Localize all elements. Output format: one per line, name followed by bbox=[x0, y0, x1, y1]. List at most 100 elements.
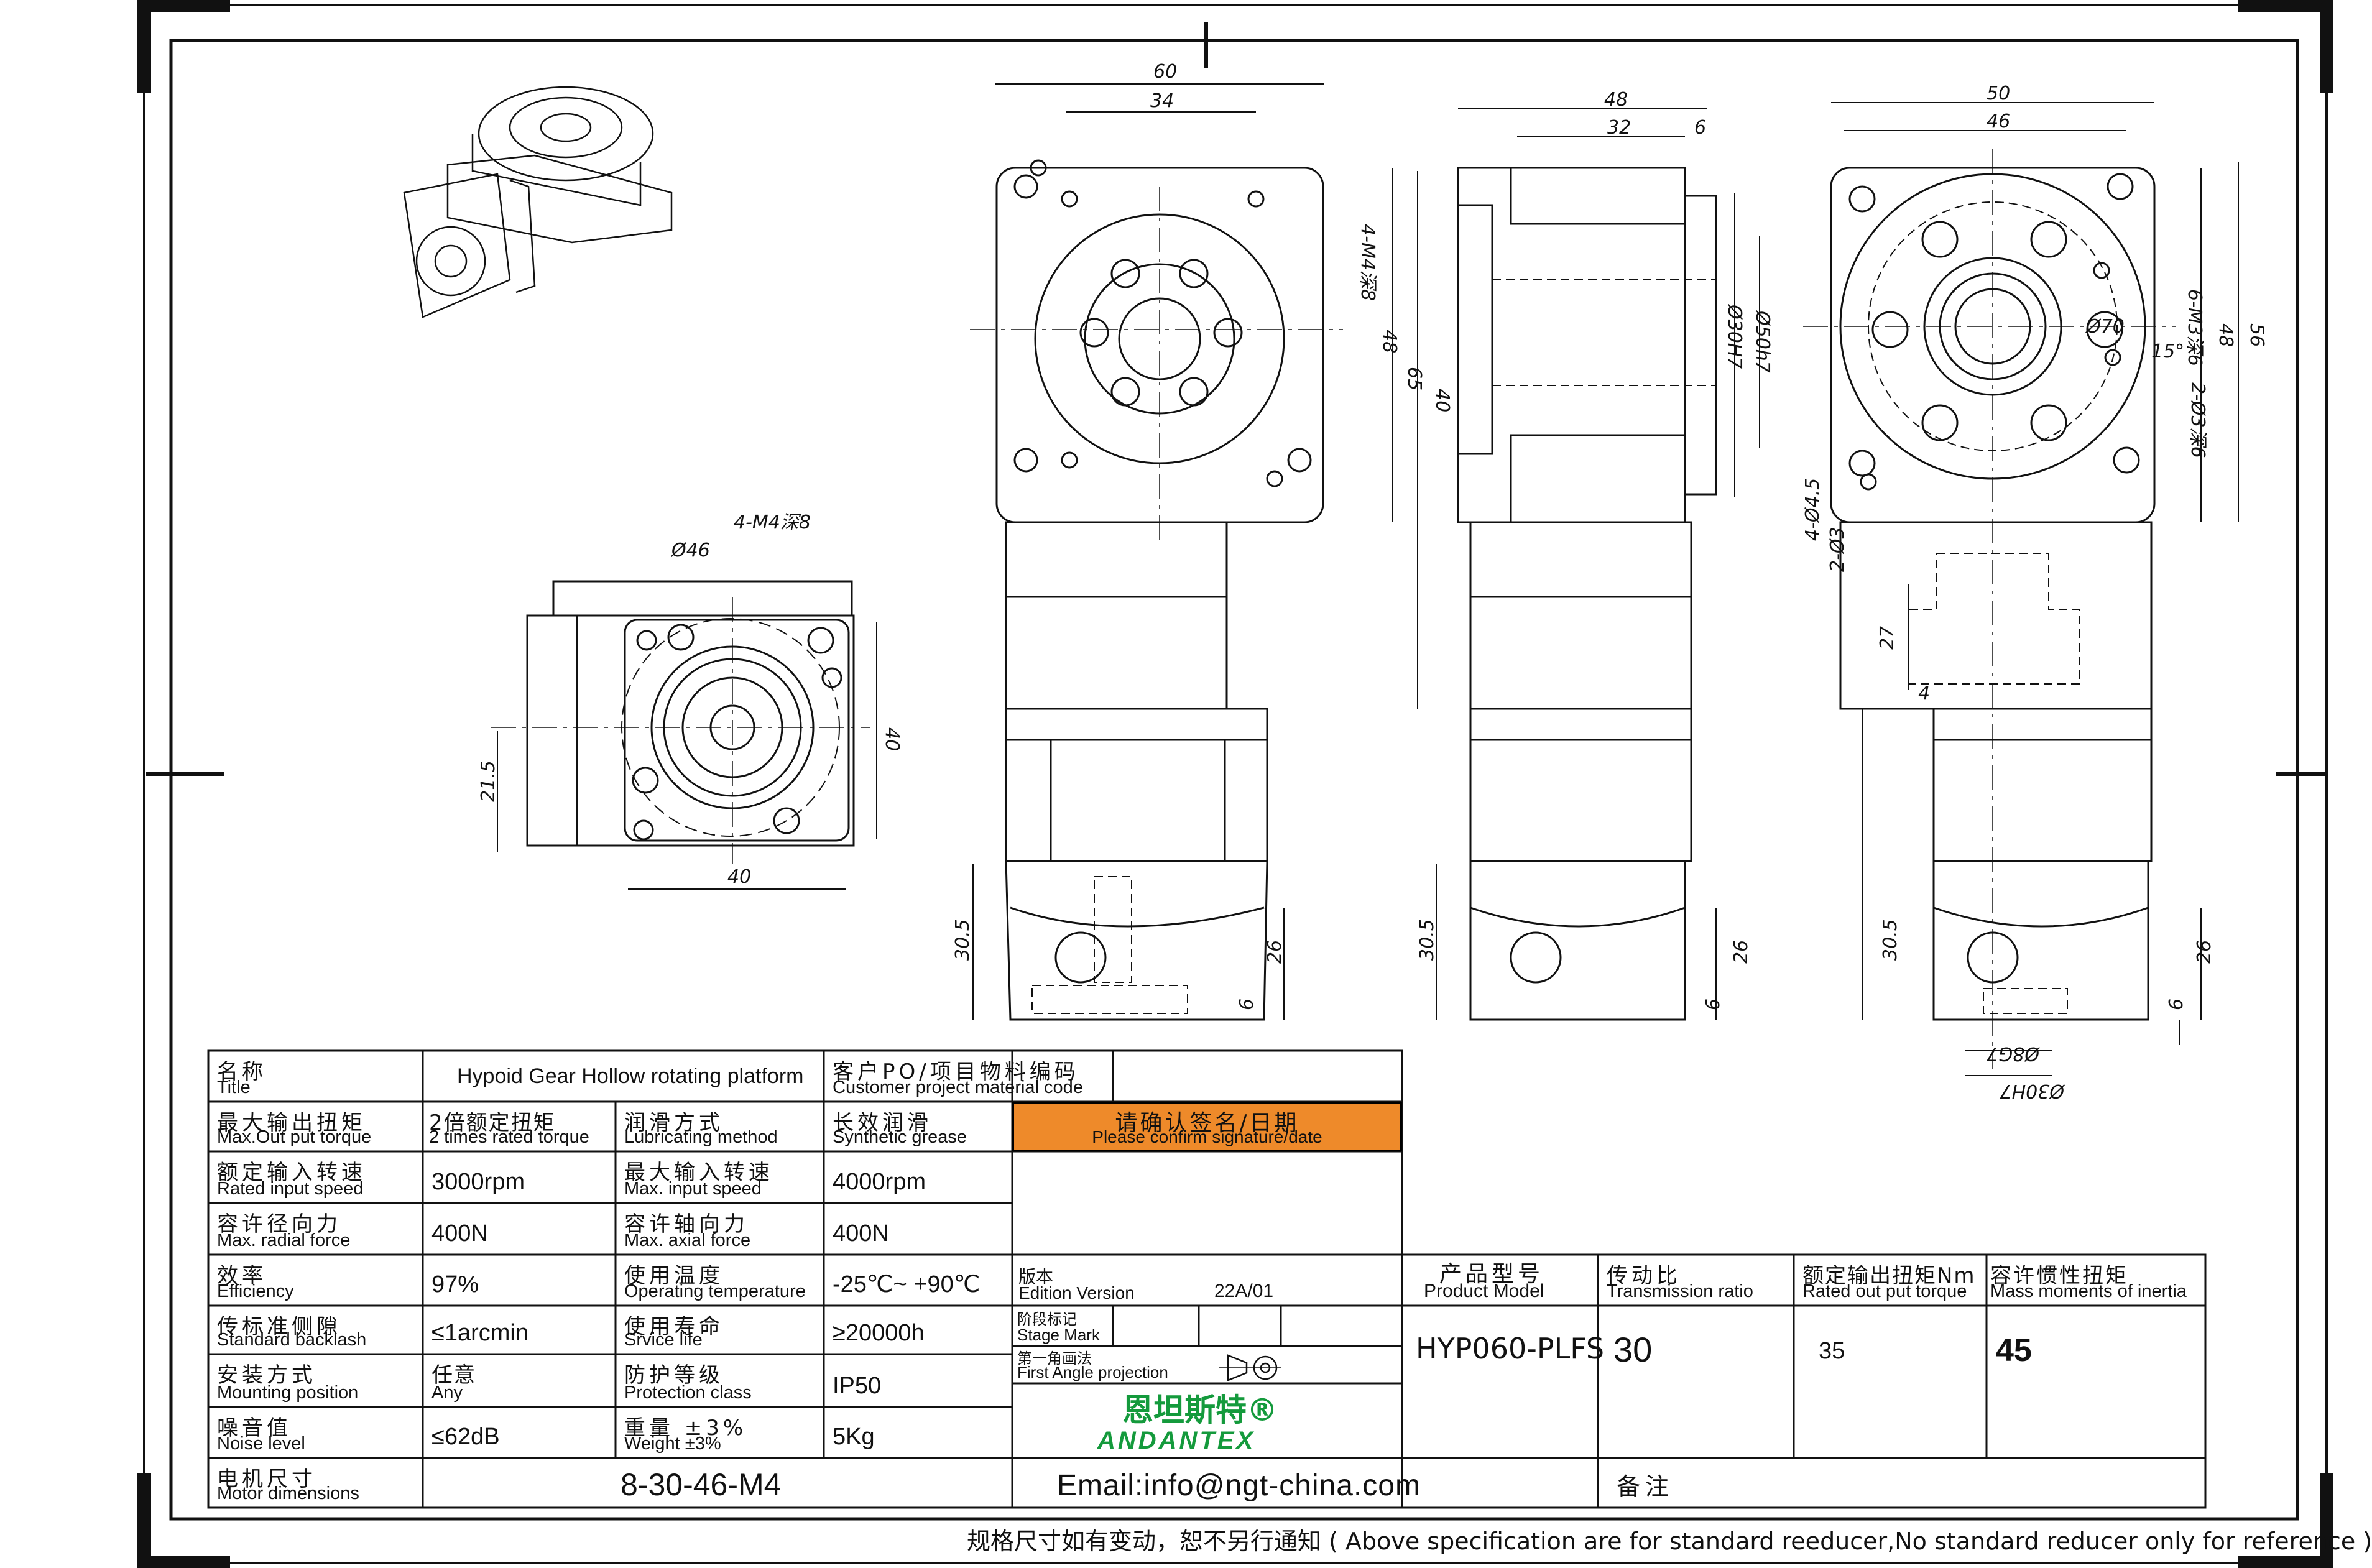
motor-dimensions-cn: 电机尺寸 bbox=[217, 1467, 316, 1492]
weight-label: 重量 ±3% Weight ±3% bbox=[616, 1407, 824, 1458]
dim-side-30-5: 30.5 bbox=[1416, 919, 1438, 961]
dim-rear-27: 27 bbox=[1876, 626, 1898, 650]
rated-speed-value-cell: 3000rpm bbox=[423, 1151, 616, 1203]
mounting-en: Mounting position bbox=[217, 1383, 359, 1403]
axial-force-value: 400N bbox=[833, 1220, 889, 1247]
backlash-en: Standard backlash bbox=[217, 1330, 367, 1350]
dim-rear-50: 50 bbox=[1987, 83, 2010, 104]
dim-rear-4: 4 bbox=[1918, 683, 1930, 704]
ratio-value: 30 bbox=[1613, 1330, 1653, 1369]
dim-front-30-5: 30.5 bbox=[952, 919, 974, 961]
max-torque-label: 最大输出扭矩 Max.Out put torque bbox=[208, 1102, 423, 1151]
dim-front-thread: 4-M4深8 bbox=[1357, 224, 1378, 301]
dim-front-width: 60 bbox=[1153, 61, 1177, 83]
lubrication-value: 长效润滑 Synthetic grease bbox=[824, 1102, 1012, 1151]
customer-code-cn: 客户PO/项目物料编码 bbox=[833, 1059, 1079, 1084]
title-label-cell: 名称 Title bbox=[208, 1051, 423, 1102]
rated-speed-en: Rated input speed bbox=[217, 1179, 364, 1199]
axial-force-cn: 容许轴向力 bbox=[624, 1212, 749, 1237]
dim-rear-30-5: 30.5 bbox=[1880, 919, 1901, 961]
dim-flange-40-v: 40 bbox=[881, 727, 903, 751]
max-torque-cn: 最大输出扭矩 bbox=[217, 1110, 366, 1135]
dim-flange-spigot: Ø46 bbox=[670, 540, 710, 561]
lubrication-value-en: Synthetic grease bbox=[833, 1127, 967, 1147]
title-block-grid bbox=[207, 1049, 2207, 1509]
service-life-en: Srvice life bbox=[624, 1330, 703, 1350]
temperature-value-cell: -25℃~ +90℃ bbox=[824, 1255, 1012, 1306]
ratio-header: 传动比 Transmission ratio bbox=[1598, 1255, 1794, 1306]
company-logo-cn: 恩坦斯特® bbox=[1122, 1392, 1278, 1428]
stage-mark-en: Stage Mark bbox=[1017, 1326, 1100, 1344]
rated-speed-value: 3000rpm bbox=[431, 1169, 525, 1195]
dim-flange-40-h: 40 bbox=[727, 866, 751, 888]
radial-force-value: 400N bbox=[431, 1220, 488, 1247]
inertia-value-cell: 45 bbox=[1987, 1306, 2205, 1458]
rated-torque-value-cell: 35 bbox=[1794, 1306, 1987, 1458]
motor-dimensions-value: 8-30-46-M4 bbox=[621, 1467, 782, 1502]
dim-rear-bore: Ø30H7 bbox=[2000, 1080, 2065, 1102]
motor-dimensions-label: 电机尺寸 Motor dimensions bbox=[208, 1458, 423, 1508]
dim-rear-angle: 15° bbox=[2151, 341, 2184, 362]
noise-value-cell: ≤62dB bbox=[423, 1407, 616, 1458]
temperature-cn: 使用温度 bbox=[624, 1263, 724, 1288]
dim-flange-thread: 4-M4深8 bbox=[734, 512, 811, 533]
inertia-en: Mass moments of inertia bbox=[1990, 1281, 2187, 1301]
lubrication-cn: 润滑方式 bbox=[624, 1110, 724, 1135]
dim-side-6-bottom: 6 bbox=[1702, 998, 1724, 1010]
max-torque-value-en: 2 times rated torque bbox=[429, 1127, 589, 1147]
motor-dimensions-value-cell: 8-30-46-M4 bbox=[423, 1458, 1012, 1508]
radial-force-en: Max. radial force bbox=[217, 1230, 351, 1250]
signature-cn: 请确认签名/日期 bbox=[1115, 1110, 1299, 1136]
max-speed-value-cell: 4000rpm bbox=[824, 1151, 1012, 1203]
protection-value-cell: IP50 bbox=[824, 1354, 1012, 1407]
service-life-value: ≥20000h bbox=[833, 1320, 925, 1346]
rated-torque-value: 35 bbox=[1819, 1338, 1845, 1364]
dimension-labels: 60 34 4-M4深8 48 65 40 30.5 26 6 48 32 6 … bbox=[478, 61, 2268, 1102]
dim-rear-holes: 4-Ø4.5 bbox=[1802, 478, 1824, 541]
dim-rear-pin: 2-Ø3深6 bbox=[2187, 382, 2208, 458]
dim-side-bore: Ø30H7 bbox=[1724, 303, 1745, 369]
rated-torque-header: 额定输出扭矩Nm Rated out put torque bbox=[1794, 1255, 1987, 1306]
dim-side-6: 6 bbox=[1694, 117, 1706, 139]
dim-rear-46: 46 bbox=[1987, 111, 2010, 132]
contact-email[interactable]: Email:info@ngt-china.com bbox=[1057, 1469, 1421, 1502]
title-label-en: Title bbox=[217, 1077, 251, 1097]
side-view bbox=[1436, 108, 1760, 1021]
first-angle-symbol bbox=[1219, 1354, 1281, 1381]
backlash-label: 传标准侧隙 Standard backlash bbox=[208, 1306, 423, 1354]
weight-value: 5Kg bbox=[833, 1424, 875, 1450]
customer-code-label-cell: 客户PO/项目物料编码 Customer project material co… bbox=[824, 1051, 1113, 1102]
mounting-cn: 安装方式 bbox=[217, 1363, 316, 1388]
service-life-label: 使用寿命 Srvice life bbox=[616, 1306, 824, 1354]
signature-area[interactable] bbox=[1012, 1151, 1402, 1255]
dim-side-48: 48 bbox=[1604, 89, 1628, 111]
protection-cn: 防护等级 bbox=[624, 1363, 724, 1388]
dim-side-26: 26 bbox=[1730, 940, 1752, 964]
dim-rear-pins: 2-Ø3 bbox=[1827, 527, 1848, 572]
mounting-value-cn: 任意 bbox=[431, 1363, 476, 1388]
product-model-en: Product Model bbox=[1424, 1281, 1544, 1301]
projection-cn: 第一角画法 bbox=[1017, 1350, 1092, 1367]
backlash-value: ≤1arcmin bbox=[431, 1320, 529, 1346]
radial-force-cn: 容许径向力 bbox=[217, 1212, 341, 1237]
mounting-value-en: Any bbox=[431, 1383, 463, 1403]
protection-label: 防护等级 Protection class bbox=[616, 1354, 824, 1407]
efficiency-label: 效率 Efficiency bbox=[208, 1255, 423, 1306]
signature-en: Please confirm signature/date bbox=[1092, 1127, 1322, 1146]
efficiency-en: Efficiency bbox=[217, 1281, 294, 1301]
edition-en: Edition Version bbox=[1018, 1283, 1135, 1303]
weight-value-cell: 5Kg bbox=[824, 1407, 1012, 1458]
lubrication-label: 润滑方式 Lubricating method bbox=[616, 1102, 824, 1151]
lubrication-en: Lubricating method bbox=[624, 1127, 778, 1147]
max-speed-cn: 最大输入转速 bbox=[624, 1160, 773, 1185]
drawing-frame bbox=[137, 0, 2333, 1568]
edition-value: 22A/01 bbox=[1214, 1281, 1274, 1301]
noise-cn: 噪音值 bbox=[217, 1416, 292, 1441]
projection-cell: 第一角画法 First Angle projection bbox=[1012, 1346, 1217, 1383]
dim-front-40: 40 bbox=[1431, 389, 1453, 412]
motor-dimensions-en: Motor dimensions bbox=[217, 1483, 359, 1503]
dim-front-26: 26 bbox=[1264, 940, 1286, 964]
product-model-cn: 产品型号 bbox=[1439, 1261, 1544, 1287]
ratio-en: Transmission ratio bbox=[1607, 1281, 1753, 1301]
